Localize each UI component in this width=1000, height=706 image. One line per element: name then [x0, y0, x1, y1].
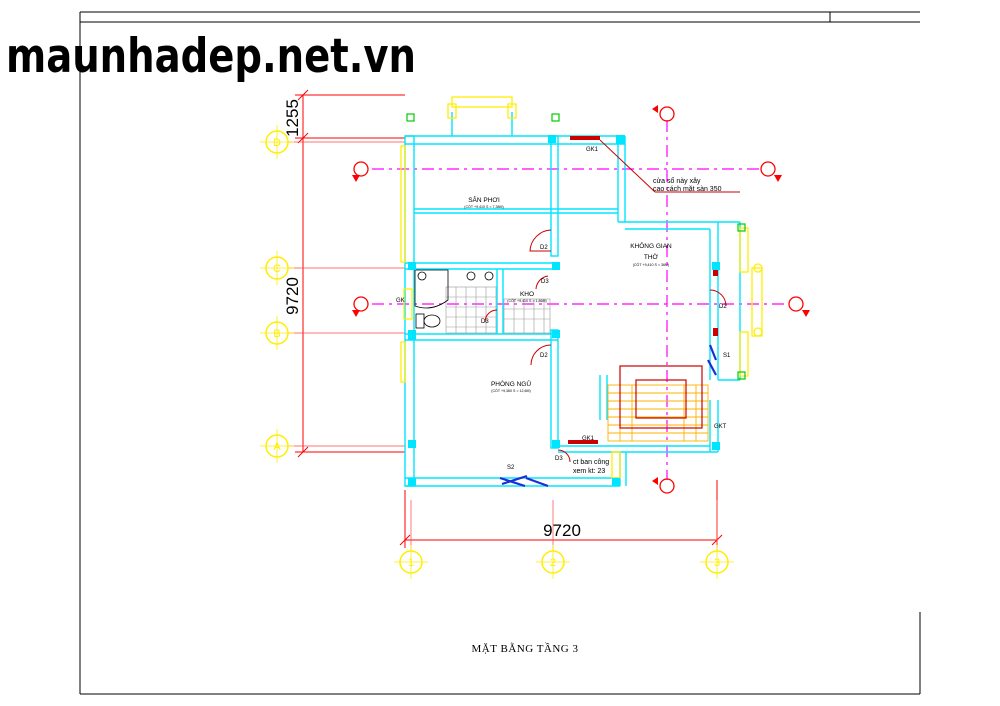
note-window-line2: cao cách mặt sàn 350	[653, 186, 722, 193]
axis-label-1: 1	[408, 557, 414, 569]
room-kgt-name-1: KHÔNG GIAN	[630, 241, 672, 250]
label-gk1-top: GK1	[586, 147, 599, 153]
sliding-doors	[499, 344, 718, 488]
room-san-phoi-sub: (CÓT +9,410 S = 7,38M)	[464, 204, 503, 209]
toilet-icon	[415, 313, 441, 329]
label-d3-kho: D3	[541, 279, 549, 285]
grid-axis-lines	[288, 141, 718, 552]
room-kgt-name-2: THỜ	[644, 252, 659, 261]
section-markers	[353, 106, 804, 494]
dimension-left-top: 1255	[283, 99, 302, 137]
green-markers	[406, 113, 746, 380]
room-kgt-sub: (CÓT +9,410 S = 36M)	[633, 262, 670, 267]
room-san-phoi-name: SÂN PHƠI	[468, 195, 500, 204]
tiled-floor	[445, 286, 551, 334]
sink-icon	[466, 271, 494, 281]
door-labels: GK1 GK1 GK GKT D2 D2 D2 D3 D3 D3 S1 S2	[396, 147, 731, 471]
axis-label-a: A	[273, 441, 281, 453]
note-balcony-line1: ct ban công	[573, 459, 609, 466]
room-kho-sub: (CÓT +9,410 S = 1,86M)	[507, 298, 546, 303]
note-balcony-line2: xem kt: 23	[573, 468, 605, 475]
room-phong-ngu-name: PHÒNG NGỦ	[491, 379, 531, 388]
label-gk: GK	[396, 298, 405, 304]
annotations: cửa sổ này xây cao cách mặt sàn 350 ct b…	[573, 177, 722, 475]
stair	[607, 384, 709, 442]
room-phong-ngu-sub: (CÓT +9,360 S = 12,6M)	[491, 388, 530, 393]
axis-bubble-crosshairs	[260, 125, 734, 579]
room-kho-name: KHO	[520, 291, 534, 298]
label-s1: S1	[723, 353, 731, 359]
opening-markers	[568, 136, 718, 444]
label-d2-upper: D2	[540, 245, 548, 251]
stair-void	[619, 365, 703, 429]
sheet-border	[79, 11, 921, 695]
note-window-line1: cửa sổ này xây	[653, 177, 701, 185]
walls	[404, 112, 741, 487]
columns	[408, 135, 720, 486]
windows	[400, 96, 763, 479]
section-arrows	[352, 105, 810, 485]
axis-label-c: C	[273, 263, 281, 275]
swing-doors	[484, 229, 727, 463]
axis-label-d: D	[273, 137, 281, 149]
axis-label-2: 2	[550, 557, 556, 569]
dimension-left-main: 9720	[283, 277, 302, 315]
label-s2: S2	[507, 465, 515, 471]
label-d2-lower: D2	[540, 353, 548, 359]
label-gk1-bottom: GK1	[582, 436, 595, 442]
note-leader	[599, 139, 740, 193]
watermark-text: maunhadep.net.vn	[6, 29, 416, 84]
dimension-bottom: 9720	[543, 521, 581, 540]
label-d2-right: D2	[719, 304, 727, 310]
axis-labels: D C B A 1 2 3	[273, 137, 720, 569]
drawing-title: MẶT BẰNG TẦNG 3	[471, 642, 578, 655]
label-d3-wc: D3	[481, 319, 489, 325]
axis-label-3: 3	[714, 557, 720, 569]
label-d3-bottom: D3	[555, 456, 563, 462]
axis-label-b: B	[273, 328, 280, 340]
room-labels: SÂN PHƠI (CÓT +9,410 S = 7,38M) KHÔNG GI…	[464, 195, 672, 393]
label-gkt: GKT	[714, 424, 727, 430]
bathtub-icon	[414, 269, 449, 309]
